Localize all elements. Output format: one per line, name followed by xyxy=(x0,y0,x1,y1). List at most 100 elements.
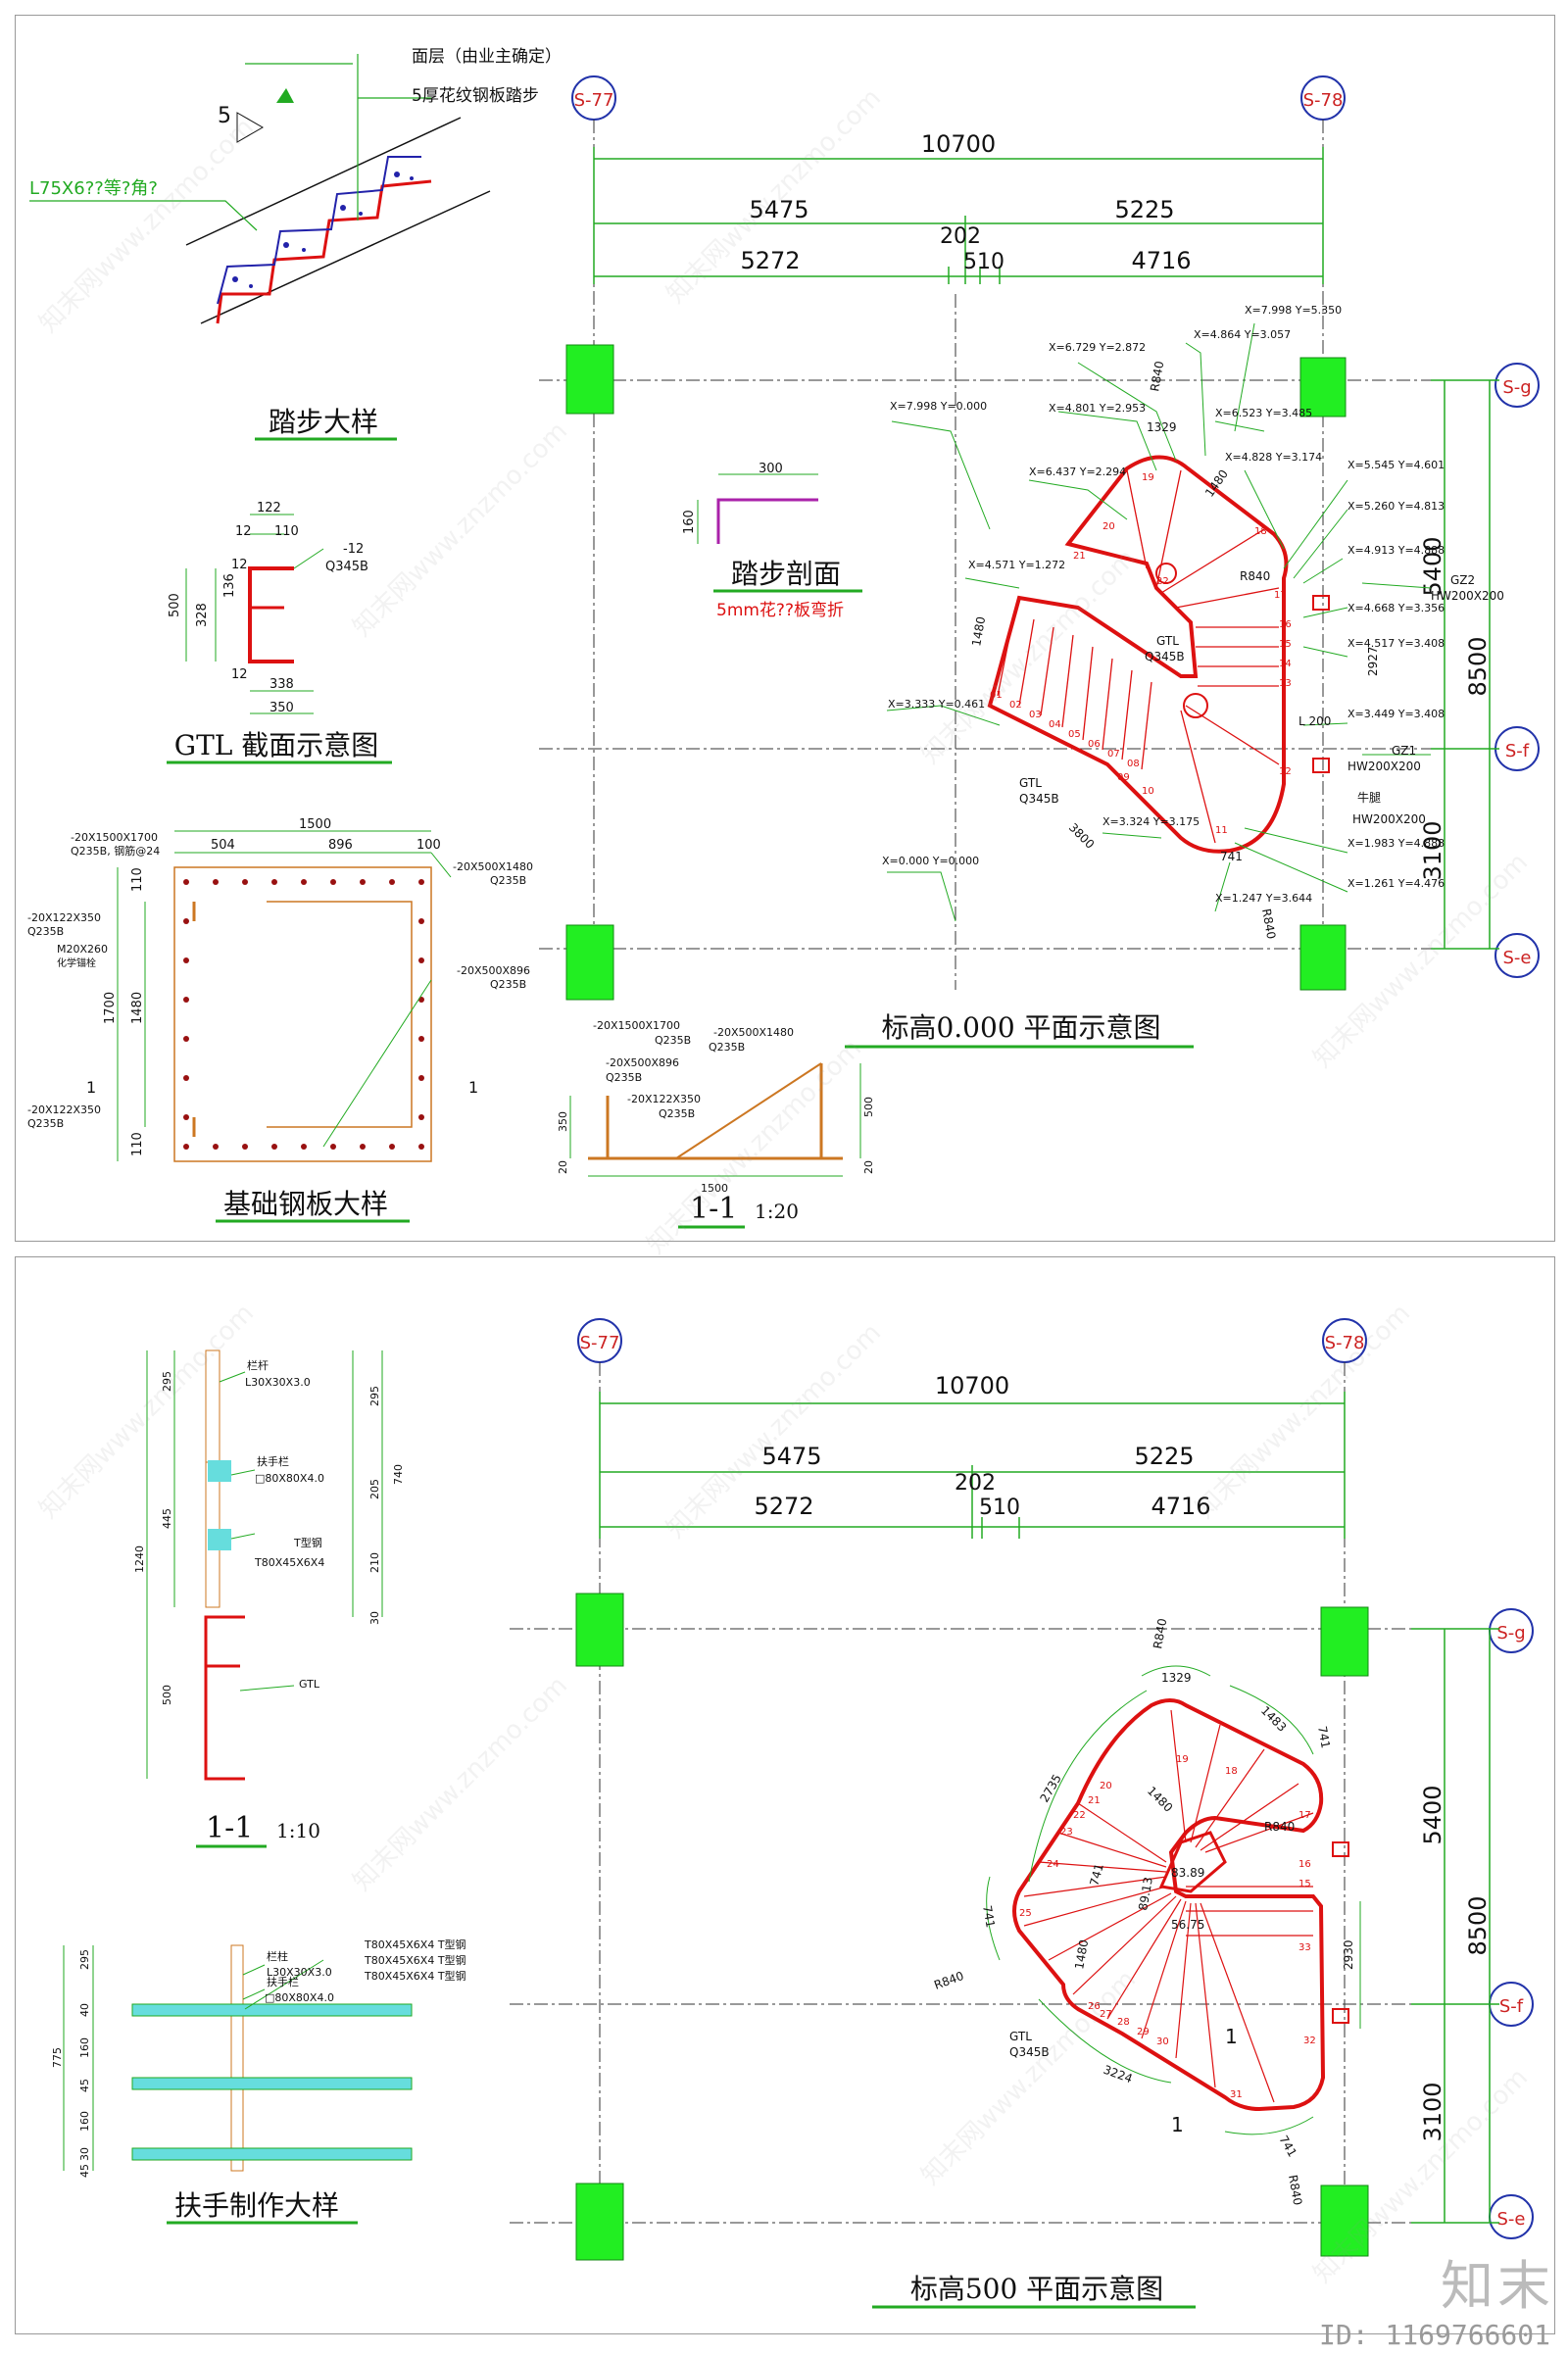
svg-text:160: 160 xyxy=(78,2111,91,2132)
svg-text:741: 741 xyxy=(1087,1862,1105,1888)
svg-text:X=4.517 Y=3.408: X=4.517 Y=3.408 xyxy=(1348,637,1445,650)
bottom-dim-labels: 2735 1483 1480 1480 3224 2930 R840 R840 … xyxy=(932,1617,1355,2206)
svg-text:GTL: GTL xyxy=(299,1678,320,1691)
svg-text:-20X1500X1700: -20X1500X1700 xyxy=(71,831,158,844)
svg-text:GZ1: GZ1 xyxy=(1392,744,1416,758)
svg-text:896: 896 xyxy=(328,838,353,853)
dim-v1-top: 5400 xyxy=(1419,536,1446,596)
svg-text:83.89: 83.89 xyxy=(1171,1866,1204,1880)
svg-text:Q235B: Q235B xyxy=(709,1041,745,1054)
svg-text:110: 110 xyxy=(274,524,299,539)
grid-lines-top xyxy=(539,120,1495,990)
svg-text:45: 45 xyxy=(78,2079,91,2092)
svg-text:09: 09 xyxy=(1117,772,1130,783)
svg-text:Q235B: Q235B xyxy=(27,925,64,938)
svg-text:22: 22 xyxy=(1073,1810,1086,1821)
svg-text:X=6.523 Y=3.485: X=6.523 Y=3.485 xyxy=(1215,407,1312,419)
svg-text:HW200X200: HW200X200 xyxy=(1431,589,1504,603)
svg-text:32: 32 xyxy=(1303,2036,1316,2046)
svg-text:12: 12 xyxy=(1279,766,1292,777)
svg-text:Q235B, 钢筋@24: Q235B, 钢筋@24 xyxy=(71,844,160,858)
axis-s78-bottom: S-78 xyxy=(1322,1318,1367,1363)
svg-text:S-78: S-78 xyxy=(1325,1333,1365,1353)
axis-sf-top: S-f xyxy=(1494,726,1540,771)
axis-se-bottom: S-e xyxy=(1489,2194,1534,2239)
svg-text:07: 07 xyxy=(1107,749,1120,760)
svg-text:Q235B: Q235B xyxy=(490,874,526,887)
brand-logo: 知末 xyxy=(1441,2255,1554,2317)
svg-text:X=7.998 Y=0.000: X=7.998 Y=0.000 xyxy=(890,400,987,413)
svg-text:S-78: S-78 xyxy=(1303,90,1344,111)
svg-text:牛腿: 牛腿 xyxy=(1357,790,1381,805)
svg-text:栏柱: 栏柱 xyxy=(267,1949,288,1963)
svg-text:T80X45X6X4 T型钢: T80X45X6X4 T型钢 xyxy=(364,1938,466,1951)
svg-text:2927: 2927 xyxy=(1366,646,1380,676)
image-id: ID: 1169766601 xyxy=(1318,2319,1550,2351)
svg-text:12: 12 xyxy=(231,667,248,682)
svg-text:GTL: GTL xyxy=(1009,2030,1032,2043)
section-1-1-scale: 1:20 xyxy=(755,1200,799,1223)
svg-text:210: 210 xyxy=(368,1552,381,1573)
dim-b2-top: 202 xyxy=(940,224,981,249)
axis-sg-top: S-g xyxy=(1494,363,1540,408)
svg-text:1: 1 xyxy=(468,1078,478,1097)
svg-text:R840: R840 xyxy=(1240,569,1270,583)
step-label-3: L75X6??等?角? xyxy=(29,178,158,199)
dims-bottom xyxy=(599,1392,1499,2224)
coords-top: X=7.998 Y=0.000 X=6.729 Y=2.872 X=4.864 … xyxy=(882,304,1445,905)
svg-text:Q235B: Q235B xyxy=(27,1117,64,1130)
svg-text:GTL: GTL xyxy=(1019,776,1042,790)
bottom-plan: S-77 S-78 S-g S-f S-e xyxy=(510,1318,1534,2309)
dim-v1-bottom: 5400 xyxy=(1419,1785,1446,1844)
svg-text:-20X1500X1700: -20X1500X1700 xyxy=(593,1019,680,1032)
axis-s78-top: S-78 xyxy=(1300,75,1346,121)
svg-text:20: 20 xyxy=(862,1160,875,1174)
dim-a1-bottom: 5475 xyxy=(761,1443,821,1470)
svg-text:HW200X200: HW200X200 xyxy=(1348,760,1421,773)
dims-top xyxy=(593,147,1499,950)
svg-text:23: 23 xyxy=(1060,1827,1073,1838)
svg-text:295: 295 xyxy=(368,1386,381,1406)
dim-b3-top: 510 xyxy=(963,250,1004,274)
svg-text:S-f: S-f xyxy=(1505,741,1530,761)
svg-text:Q235B: Q235B xyxy=(655,1034,691,1047)
svg-text:栏杆: 栏杆 xyxy=(247,1358,269,1372)
svg-text:GTL: GTL xyxy=(1156,634,1179,648)
svg-text:X=4.828 Y=3.174: X=4.828 Y=3.174 xyxy=(1225,451,1322,464)
svg-text:12: 12 xyxy=(231,558,248,572)
svg-text:-20X500X1480: -20X500X1480 xyxy=(453,860,533,873)
svg-text:504: 504 xyxy=(211,838,235,853)
svg-text:1500: 1500 xyxy=(299,817,331,832)
svg-text:29: 29 xyxy=(1137,2027,1150,2037)
stair-step-title: 踏步大样 xyxy=(269,406,378,438)
svg-text:X=3.449 Y=3.408: X=3.449 Y=3.408 xyxy=(1348,708,1445,720)
dim-a2-bottom: 5225 xyxy=(1134,1443,1194,1470)
dim-b4-top: 4716 xyxy=(1131,247,1191,274)
svg-text:X=5.260 Y=4.813: X=5.260 Y=4.813 xyxy=(1348,500,1445,513)
svg-text:R840: R840 xyxy=(1148,360,1166,392)
svg-text:40: 40 xyxy=(78,2003,91,2017)
svg-text:1: 1 xyxy=(1225,2025,1238,2048)
svg-text:25: 25 xyxy=(1019,1908,1032,1919)
svg-text:775: 775 xyxy=(51,2047,64,2068)
top-panel xyxy=(15,15,1555,1242)
svg-text:741: 741 xyxy=(980,1904,998,1929)
svg-text:17: 17 xyxy=(1298,1810,1311,1821)
svg-text:-20X122X350: -20X122X350 xyxy=(627,1093,701,1105)
svg-text:02: 02 xyxy=(1009,700,1022,711)
axis-sf-bottom: S-f xyxy=(1489,1982,1534,2027)
svg-text:-20X122X350: -20X122X350 xyxy=(27,1104,101,1116)
svg-text:X=3.333 Y=0.461: X=3.333 Y=0.461 xyxy=(888,698,985,711)
svg-text:X=4.668 Y=3.356: X=4.668 Y=3.356 xyxy=(1348,602,1445,614)
svg-text:27: 27 xyxy=(1100,2009,1112,2020)
svg-text:S-f: S-f xyxy=(1499,1996,1524,2017)
svg-text:2930: 2930 xyxy=(1342,1939,1355,1970)
svg-text:30: 30 xyxy=(1156,2036,1169,2047)
svg-text:10: 10 xyxy=(1142,786,1154,797)
svg-text:L30X30X3.0: L30X30X3.0 xyxy=(267,1966,332,1979)
svg-text:100: 100 xyxy=(416,838,441,853)
svg-text:3224: 3224 xyxy=(1102,2063,1134,2086)
